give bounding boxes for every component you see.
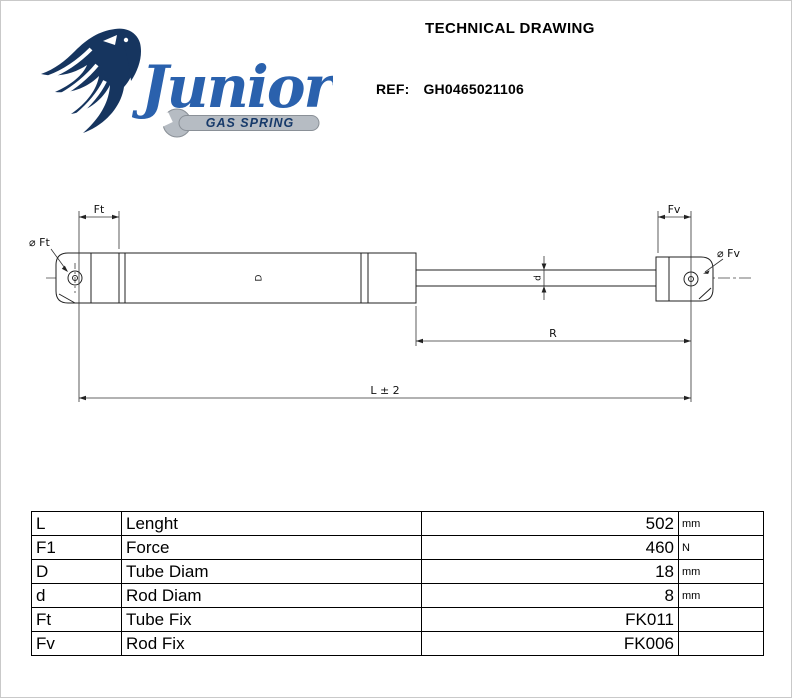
spec-table: L Lenght 502 mm F1 Force 460 N D Tube Di…: [31, 511, 764, 656]
eagle-icon: [41, 28, 141, 133]
dimension-arrows: [61, 214, 710, 401]
rod-fix-diameter-label: ⌀ Fv: [717, 247, 740, 260]
row-name: Lenght: [121, 511, 422, 536]
gas-spring-drawing: Ft Fv ⌀ Ft ⌀ Fv R L ± 2 D d: [29, 203, 751, 402]
dimension-lines: [50, 211, 724, 402]
row-name: Force: [121, 535, 422, 560]
brand-text: Junior: [131, 53, 333, 121]
row-symbol: Ft: [31, 607, 122, 632]
length-dim-label: L ± 2: [370, 384, 399, 397]
table-row: D Tube Diam 18 mm: [31, 559, 764, 584]
tube-fix-diameter-label: ⌀ Ft: [29, 236, 50, 249]
rod-fix-fitting: [655, 256, 714, 302]
row-name: Rod Diam: [121, 583, 422, 608]
junior-logo: Junior GAS SPRING: [29, 23, 340, 149]
row-name: Tube Fix: [121, 607, 422, 632]
row-unit: [678, 607, 764, 632]
row-unit: [678, 631, 764, 656]
row-value: 502: [421, 511, 679, 536]
rod-fix-dim-label: Fv: [668, 203, 681, 216]
table-row: L Lenght 502 mm: [31, 511, 764, 536]
row-symbol: Fv: [31, 631, 122, 656]
row-symbol: F1: [31, 535, 122, 560]
row-unit: mm: [678, 583, 764, 608]
table-row: d Rod Diam 8 mm: [31, 583, 764, 608]
row-symbol: L: [31, 511, 122, 536]
page-title: TECHNICAL DRAWING: [425, 20, 595, 37]
row-unit: mm: [678, 511, 764, 536]
tube-body: [118, 252, 417, 304]
tube-fix-dim-label: Ft: [94, 203, 105, 216]
table-row: Fv Rod Fix FK006: [31, 631, 764, 656]
row-unit: N: [678, 535, 764, 560]
stroke-dim-label: R: [549, 327, 557, 340]
tagline-text: GAS SPRING: [206, 116, 295, 130]
wrench-icon: GAS SPRING: [153, 108, 320, 138]
row-name: Rod Fix: [121, 631, 422, 656]
row-symbol: D: [31, 559, 122, 584]
row-value: FK006: [421, 631, 679, 656]
tube-diam-mark: D: [255, 274, 265, 281]
ref-label: REF:: [376, 81, 410, 97]
ref-line: REF: GH0465021106: [376, 81, 524, 97]
row-value: 18: [421, 559, 679, 584]
gas-spring-outline: [55, 252, 714, 304]
row-name: Tube Diam: [121, 559, 422, 584]
row-unit: mm: [678, 559, 764, 584]
ref-value: GH0465021106: [423, 81, 524, 97]
row-value: 8: [421, 583, 679, 608]
table-row: Ft Tube Fix FK011: [31, 607, 764, 632]
table-row: F1 Force 460 N: [31, 535, 764, 560]
row-value: FK011: [421, 607, 679, 632]
row-symbol: d: [31, 583, 122, 608]
rod-diam-mark: d: [534, 275, 544, 281]
row-value: 460: [421, 535, 679, 560]
logo-graphic: Junior GAS SPRING: [41, 28, 340, 138]
tube-fix-bracket: [55, 252, 120, 304]
